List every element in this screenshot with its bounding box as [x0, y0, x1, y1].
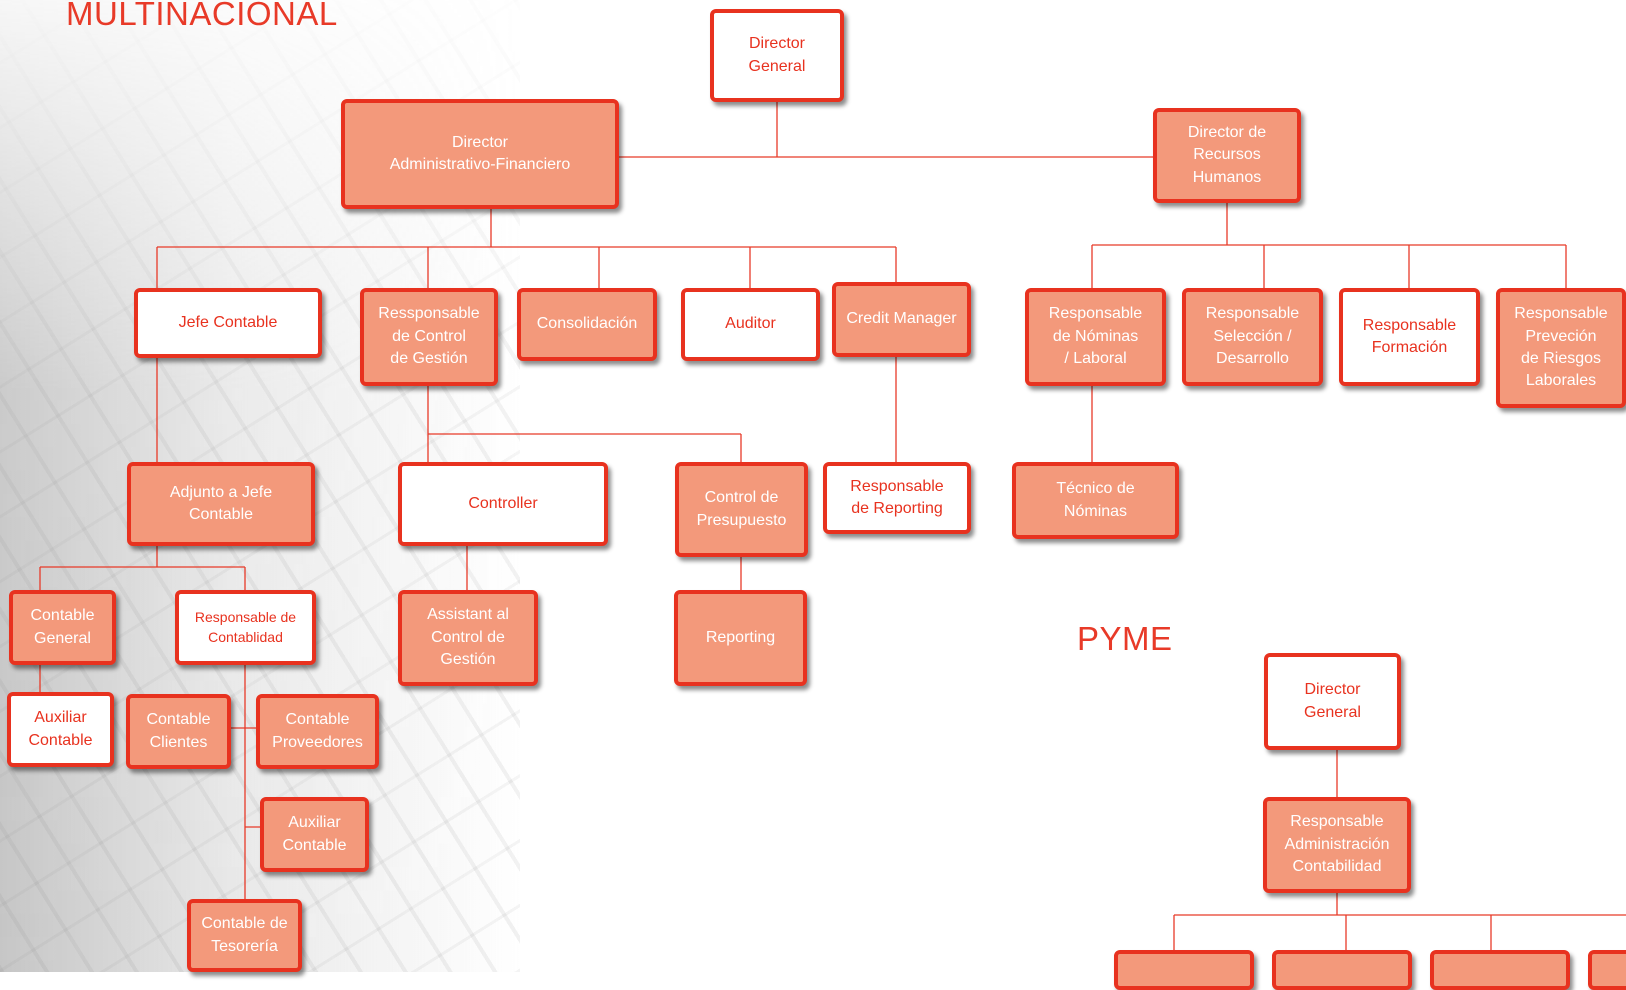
pyme-title: PYME	[1077, 620, 1173, 657]
pyme-director-general-box: Director General	[1264, 653, 1401, 750]
contable-general-box: Contable General	[9, 590, 116, 665]
contable-tesoreria-box: Contable de Tesorería	[187, 899, 302, 972]
director-recursos-humanos-box: Director de Recursos Humanos	[1153, 108, 1301, 203]
pyme-child-box-4	[1588, 950, 1626, 990]
control-presupuesto-box: Control de Presupuesto	[675, 462, 808, 557]
responsable-seleccion-box: Responsable Selección / Desarrollo	[1182, 288, 1323, 386]
credit-manager-box: Credit Manager	[832, 282, 971, 357]
multinacional-title: MULTINACIONAL	[66, 0, 338, 32]
contable-proveedores-box: Contable Proveedores	[256, 694, 379, 769]
controller-box: Controller	[398, 462, 608, 546]
consolidacion-box: Consolidación	[517, 288, 657, 361]
auxiliar-contable-2-box: Auxiliar Contable	[260, 797, 369, 872]
responsable-nominas-box: Responsable de Nóminas / Laboral	[1025, 288, 1166, 386]
adjunto-jefe-contable-box: Adjunto a Jefe Contable	[127, 462, 315, 546]
responsable-riesgos-box: Responsable Preveción de Riesgos Laboral…	[1496, 288, 1626, 408]
responsable-formacion-box: Responsable Formación	[1339, 288, 1480, 386]
contable-clientes-box: Contable Clientes	[126, 694, 231, 769]
pyme-child-box-2	[1272, 950, 1412, 990]
pyme-child-box-1	[1114, 950, 1254, 990]
responsable-reporting-box: Responsable de Reporting	[823, 462, 971, 534]
responsable-contabilidad-box: Responsable de Contablidad	[175, 590, 316, 665]
jefe-contable-box: Jefe Contable	[134, 288, 322, 358]
pyme-responsable-administracion-box: Responsable Administración Contabilidad	[1263, 797, 1411, 893]
tecnico-nominas-box: Técnico de Nóminas	[1012, 462, 1179, 539]
director-administrativo-financiero-box: Director Administrativo-Financiero	[341, 99, 619, 209]
responsable-control-gestion-box: Ressponsable de Control de Gestión	[360, 288, 498, 386]
auditor-box: Auditor	[681, 288, 820, 361]
pyme-child-box-3	[1430, 950, 1570, 990]
assistant-control-gestion-box: Assistant al Control de Gestión	[398, 590, 538, 686]
auxiliar-contable-box: Auxiliar Contable	[7, 692, 114, 767]
reporting-box: Reporting	[674, 590, 807, 686]
director-general-box: Director General	[710, 9, 844, 102]
